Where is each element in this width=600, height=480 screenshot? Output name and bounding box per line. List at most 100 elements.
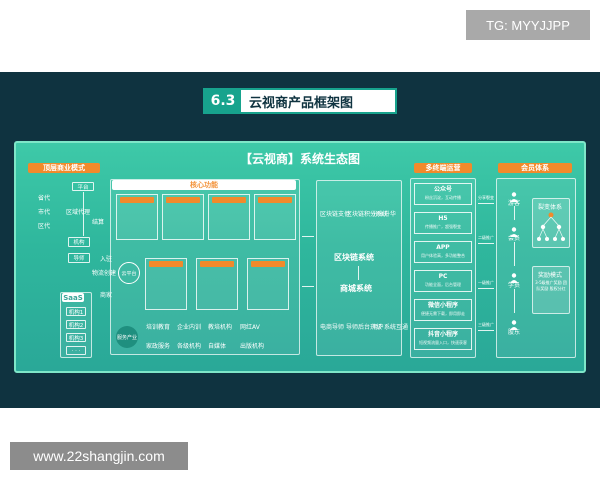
service-item: 培训教育	[146, 324, 171, 331]
core-module	[254, 194, 296, 240]
connector-arrow	[478, 288, 494, 289]
channel-name: 抖音小程序	[427, 331, 458, 338]
connector-arrow	[514, 206, 515, 220]
connector-arrow	[302, 236, 314, 237]
institution-3: 机构3	[66, 333, 86, 342]
channel-name: 微信小程序	[427, 302, 458, 309]
entry-label: 入驻	[100, 256, 113, 263]
mall-system-label: 商城系统	[340, 284, 372, 293]
institution-2: 机构2	[66, 320, 86, 329]
channel-desc: 功能全面，后台管理	[425, 282, 461, 287]
mall-item: 电商导师	[320, 324, 345, 331]
channel-wechat-official: 公众号 粉丝沉淀，互动传播	[414, 183, 472, 205]
province-agent-label: 省代	[38, 195, 51, 202]
reward-label: 奖励模式	[538, 272, 563, 279]
institution-1: 机构1	[66, 307, 86, 316]
saas-badge: SaaS	[62, 293, 84, 302]
channel-wechat-miniprogram: 微信小程序 便捷无需下载，即用即走	[414, 299, 472, 321]
service-item: 教培机构	[208, 324, 233, 331]
connector-arrow	[478, 243, 494, 244]
telegram-watermark: TG: MYYJJPP	[466, 10, 590, 40]
saas-box	[60, 292, 92, 358]
user-icon	[510, 268, 518, 283]
channel-name: 公众号	[433, 186, 452, 193]
cloud-platform-node: 云平台	[118, 262, 140, 284]
service-item: 网红AV	[240, 324, 260, 331]
core-module	[247, 258, 289, 310]
service-item: 家政服务	[146, 343, 171, 350]
between-label: 二级推广	[478, 235, 494, 240]
between-label: 三级推广	[478, 322, 494, 327]
channel-name: APP	[436, 244, 450, 251]
channel-pc: PC 功能全面，后台管理	[414, 270, 472, 292]
service-item: 自媒体	[208, 343, 227, 350]
connector-arrow	[514, 242, 515, 266]
regional-agent-label: 区域代理	[66, 209, 91, 216]
core-module	[162, 194, 204, 240]
left-connector	[83, 192, 84, 236]
user-icon	[510, 222, 518, 237]
service-item: 企业内训	[177, 324, 202, 331]
fission-tree-icon	[537, 212, 565, 241]
institution-more: · · ·	[66, 346, 86, 355]
multi-terminal-heading: 多终端运营	[414, 163, 472, 173]
tutor-node: 导师	[68, 253, 90, 263]
service-item: 出版机构	[240, 343, 265, 350]
connector-arrow	[358, 266, 359, 280]
mall-item: 用户系统互通	[372, 324, 409, 331]
section-title-bar: 6.3 云视商产品框架图	[203, 88, 397, 114]
core-module	[196, 258, 238, 310]
channel-name: PC	[438, 273, 448, 280]
website-watermark: www.22shangjin.com	[10, 442, 188, 470]
connector-arrow	[478, 330, 494, 331]
blockchain-item: 区块链积分系统	[346, 211, 389, 218]
middle-systems-box	[316, 180, 402, 356]
member-system-box	[496, 178, 576, 358]
channel-name: H5	[438, 215, 448, 222]
section-number: 6.3	[205, 90, 241, 112]
core-module	[116, 194, 158, 240]
core-module	[145, 258, 187, 310]
member-tier: 股东	[508, 329, 521, 336]
channel-desc: 传播推广，超强裂变	[425, 224, 461, 229]
member-tier: 游客	[508, 200, 521, 207]
reward-box	[532, 266, 570, 314]
blockchain-item: 区块链支付	[320, 211, 351, 218]
reward-desc: 3-5级推广奖励 团队奖励 股权分红	[535, 280, 567, 291]
settle-label: 结算	[92, 219, 105, 226]
merchant-label: 商家	[100, 292, 113, 299]
between-label: 分享裂变	[478, 195, 494, 200]
diagram-title: 【云视商】系统生态图	[239, 152, 360, 166]
connector-arrow	[478, 203, 494, 204]
channel-douyin-miniprogram: 抖音小程序 短视频流量入口，快速获客	[414, 328, 472, 350]
channel-desc: 粉丝沉淀，互动传播	[425, 195, 461, 200]
connector-arrow	[514, 289, 515, 313]
member-system-heading: 会员体系	[498, 163, 572, 173]
fission-label: 裂变体系	[538, 204, 563, 211]
user-icon	[510, 315, 518, 330]
service-industry-badge: 服务产业	[116, 326, 138, 348]
user-icon	[510, 187, 518, 202]
between-label: 一级推广	[478, 280, 494, 285]
member-tier: 学员	[508, 282, 521, 289]
mall-item: 导师后台升级	[346, 324, 383, 331]
logistics-label: 物流创建	[92, 270, 117, 277]
left-column-heading: 顶层商业模式	[28, 163, 100, 173]
section-title: 云视商产品框架图	[249, 95, 354, 111]
city-agent-label: 市代	[38, 209, 51, 216]
channel-desc: 便捷无需下载，即用即走	[421, 311, 465, 316]
institution-node: 机构	[68, 237, 90, 247]
core-functions-heading: 核心功能	[112, 180, 296, 190]
core-functions-box	[110, 179, 300, 355]
core-module	[208, 194, 250, 240]
channel-app: APP 用户体验高，多功能整合	[414, 241, 472, 263]
blockchain-system-label: 区块链系统	[334, 253, 374, 262]
member-tier: 会员	[508, 235, 521, 242]
channel-h5: H5 传播推广，超强裂变	[414, 212, 472, 234]
ecosystem-panel	[14, 141, 586, 373]
service-item: 各级机构	[177, 343, 202, 350]
district-agent-label: 区代	[38, 223, 51, 230]
platform-node: 平台	[72, 182, 94, 191]
channel-desc: 用户体验高，多功能整合	[421, 253, 465, 258]
connector-arrow	[302, 286, 314, 287]
